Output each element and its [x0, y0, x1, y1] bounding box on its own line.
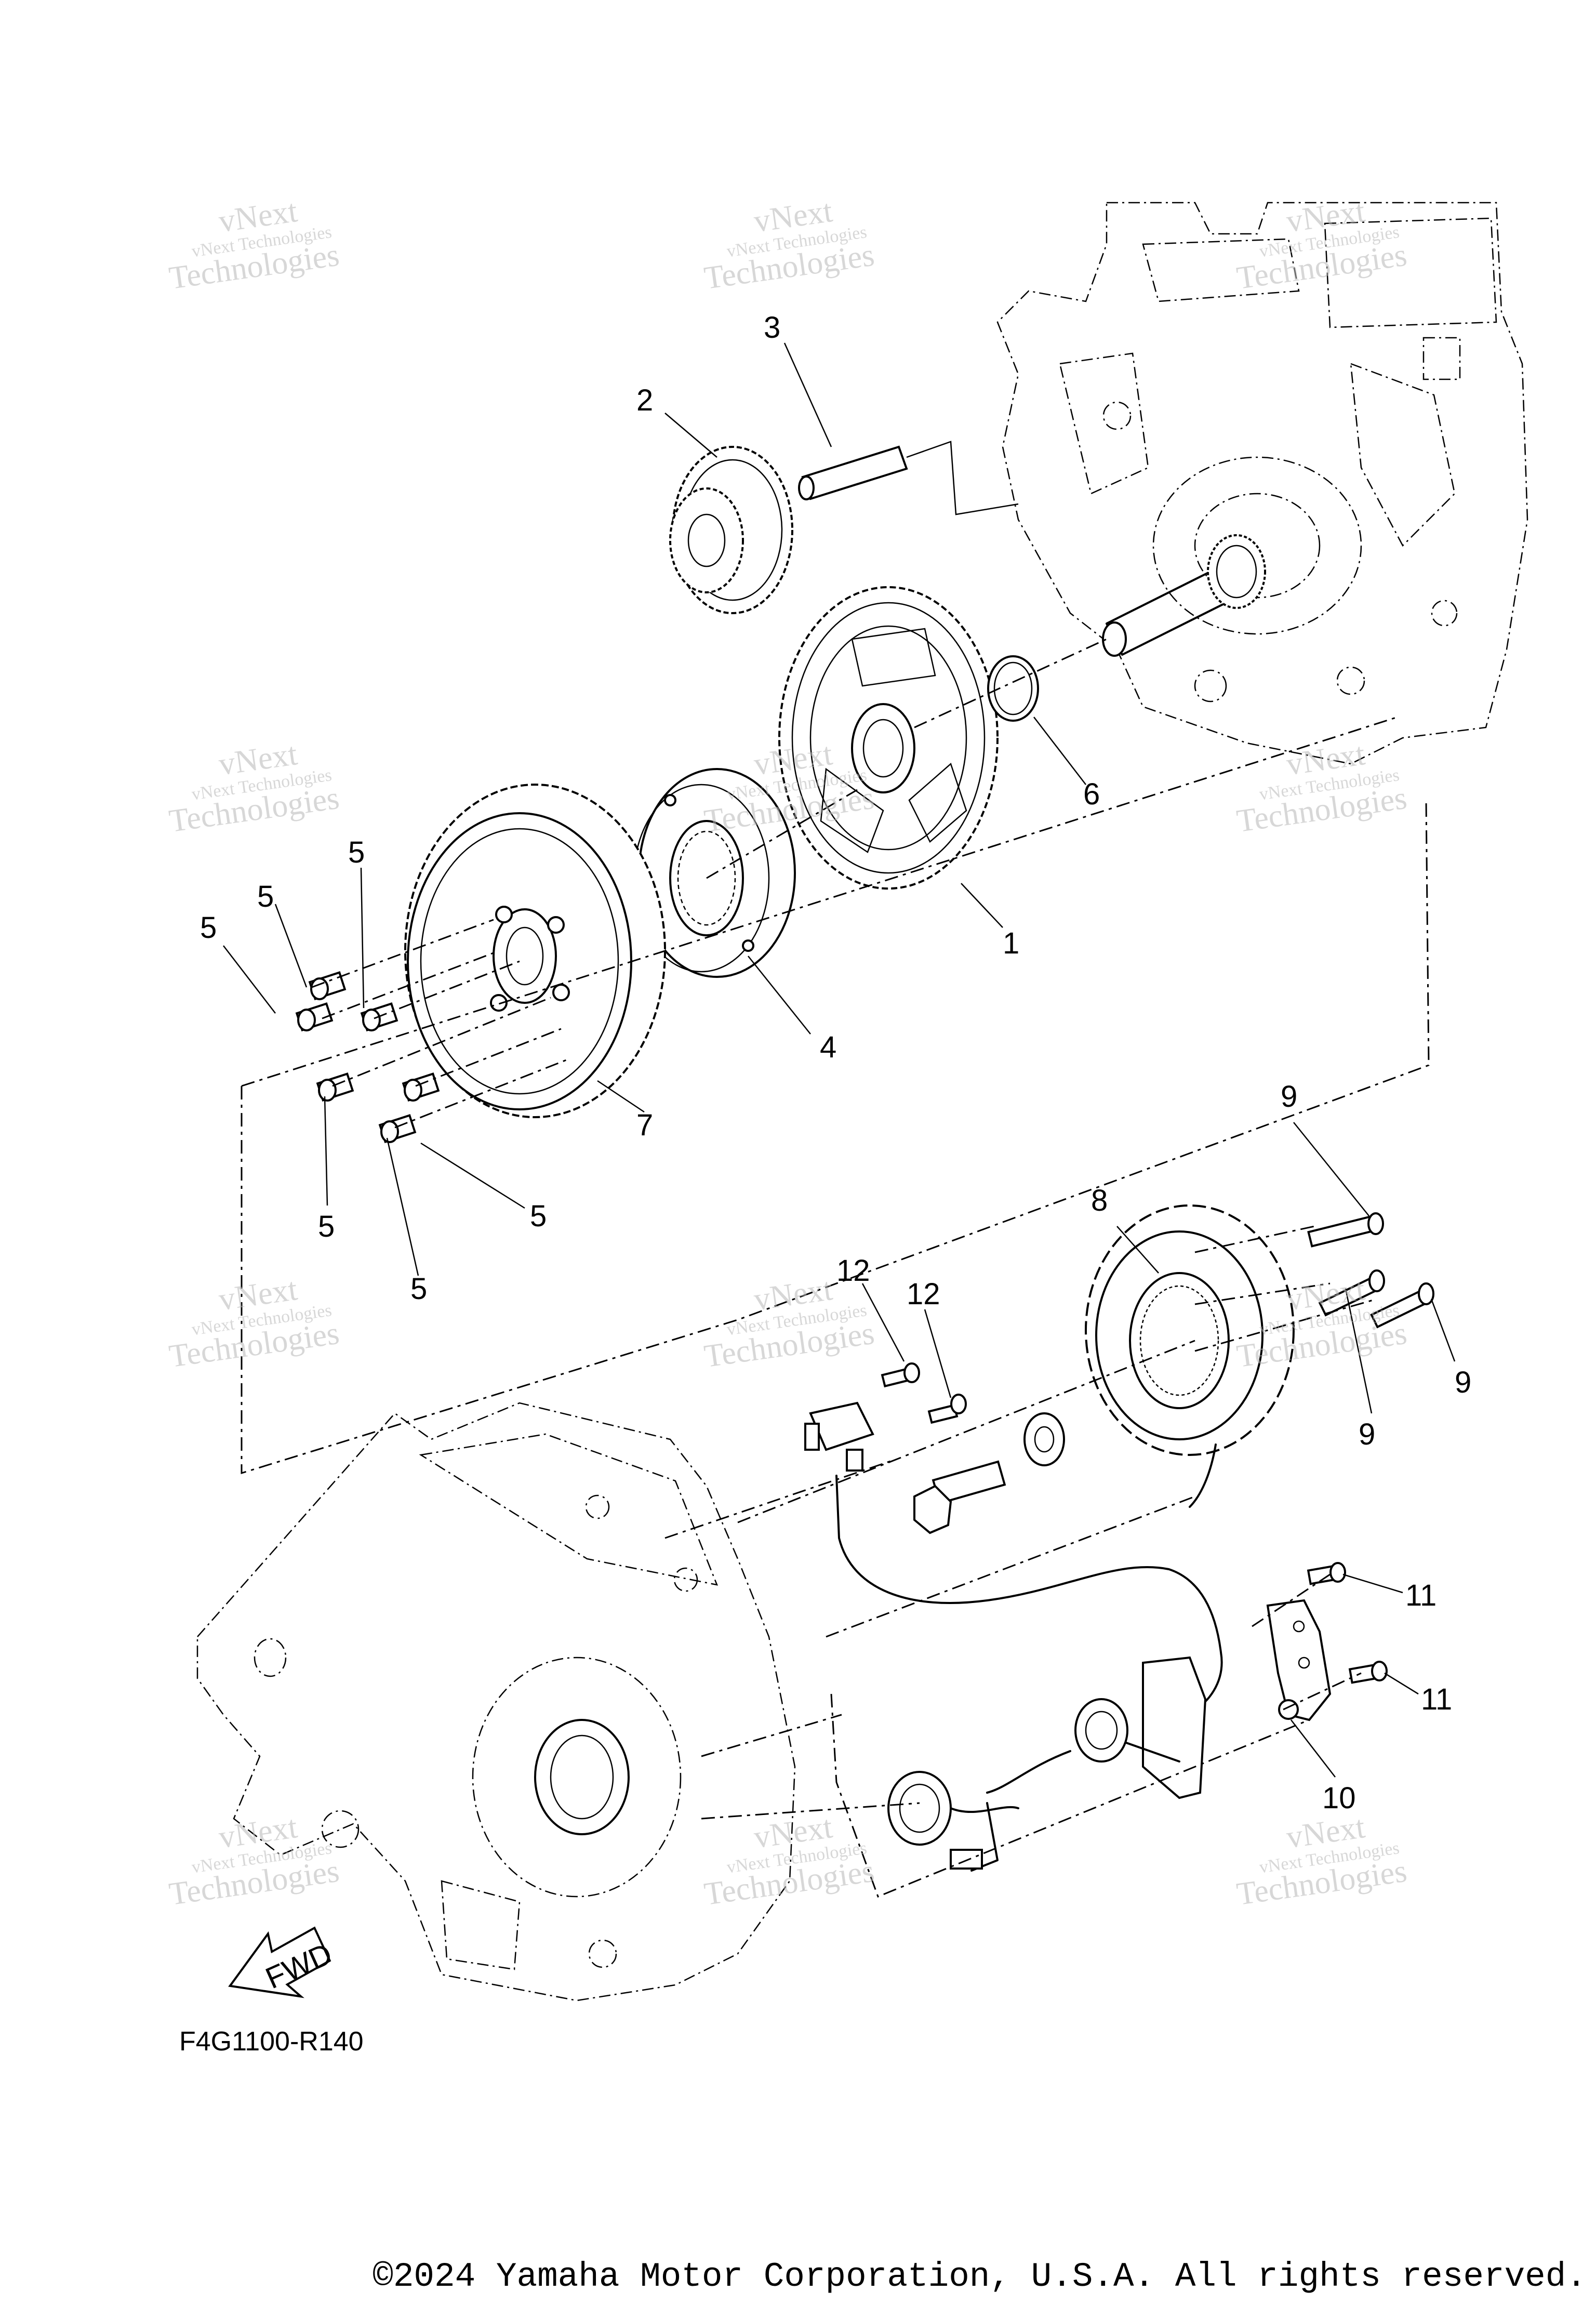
wire-grommet: [986, 1656, 1207, 1799]
callout-12a: 12: [836, 1254, 870, 1288]
callout-5b: 5: [257, 880, 274, 913]
callout-8: 8: [1091, 1184, 1108, 1217]
bolt-5a: [295, 1002, 334, 1031]
figure-code: F4G1100-R140: [179, 2026, 364, 2057]
callout-11b: 11: [1421, 1683, 1452, 1716]
callout-11a: 11: [1405, 1579, 1437, 1612]
part-8-stator: [1085, 1204, 1295, 1508]
callout-5a: 5: [348, 836, 365, 869]
callout-9b: 9: [1359, 1418, 1375, 1451]
part-6-o-ring: [987, 655, 1039, 722]
callout-numbers: 1 2 3 4 6 7 8 5 5 5 5 5 5 9 9 9 10 11 11…: [200, 311, 1471, 1815]
wire-connector: [887, 1771, 1019, 1872]
callout-3: 3: [764, 311, 780, 345]
callout-7: 7: [636, 1108, 653, 1142]
callout-5c: 5: [200, 911, 217, 945]
callout-12b: 12: [907, 1277, 940, 1311]
part-2-idler-gear: [669, 446, 793, 614]
callout-5f: 5: [410, 1272, 427, 1306]
screw-12b: [927, 1394, 967, 1424]
crankcase-cover-outline: [196, 1402, 796, 2002]
part-1-starter-gear: [778, 586, 999, 890]
part-5-bolts: [295, 971, 440, 1143]
bolt-9c: [1370, 1282, 1434, 1329]
callout-5e: 5: [530, 1199, 547, 1233]
callout-4: 4: [820, 1030, 836, 1064]
bolt-11b: [1348, 1661, 1388, 1684]
bolt-5f: [378, 1114, 417, 1143]
pickup-sensor: [804, 1401, 1223, 1711]
bolt-5e: [402, 1072, 440, 1102]
part-11-bolts: [1307, 1562, 1388, 1684]
screw-12a: [881, 1362, 920, 1388]
washer: [1023, 1412, 1065, 1466]
callout-5d: 5: [318, 1210, 335, 1243]
crank-gear: [1207, 534, 1266, 609]
bolt-9a: [1307, 1212, 1384, 1248]
engine-block-outline: [996, 202, 1528, 765]
part-12-screws: [881, 1362, 967, 1424]
bolt-11a: [1307, 1562, 1346, 1585]
callout-10: 10: [1322, 1781, 1356, 1815]
callout-9c: 9: [1455, 1366, 1471, 1399]
callout-2: 2: [636, 383, 653, 417]
part-3-shaft: [798, 441, 1019, 515]
fwd-arrow-icon: FWD: [228, 1926, 337, 1998]
part-10-bracket: [1266, 1599, 1332, 1721]
bolt-5d: [316, 1072, 354, 1102]
callout-6: 6: [1083, 777, 1100, 811]
leader-lines: [223, 342, 1456, 1778]
part-7-rotor: [404, 784, 666, 1118]
callout-9a: 9: [1281, 1080, 1297, 1114]
assembly-lines: [241, 638, 1430, 1898]
bolt-9b: [1318, 1269, 1385, 1317]
part-9-bolts: [1307, 1212, 1434, 1329]
flange-bolt: [913, 1460, 1006, 1534]
callout-1: 1: [1003, 926, 1019, 960]
copyright-notice: ©2024 Yamaha Motor Corporation, U.S.A. A…: [373, 2257, 1587, 2296]
